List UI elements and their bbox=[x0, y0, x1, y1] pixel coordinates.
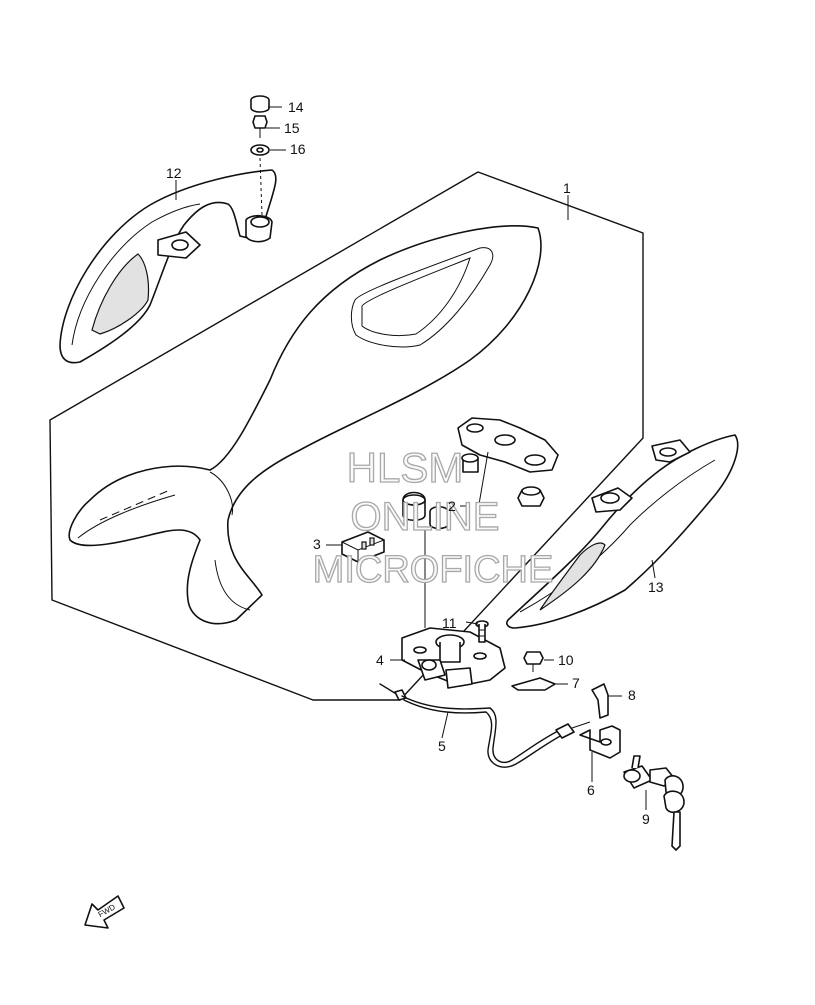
callout-6: 6 bbox=[587, 782, 595, 798]
assembly-boundary bbox=[49, 171, 644, 701]
watermark-line-3: MICROFICHE bbox=[313, 549, 554, 591]
seat bbox=[68, 225, 542, 625]
watermark-line-1: HLSM bbox=[347, 444, 464, 491]
forward-arrow: FWD bbox=[84, 895, 125, 929]
callout-2: 2 bbox=[448, 498, 456, 514]
callout-9: 9 bbox=[642, 811, 650, 827]
seat-lock-cable bbox=[379, 683, 591, 768]
seat-lock-plate bbox=[402, 417, 559, 530]
callout-labels: 1 2 3 4 5 6 7 8 9 10 11 12 13 14 15 16 bbox=[166, 99, 664, 827]
callout-3: 3 bbox=[313, 536, 321, 552]
seat-lock-assembly bbox=[401, 627, 506, 689]
callout-7: 7 bbox=[572, 675, 580, 691]
callout-11: 11 bbox=[442, 615, 457, 631]
callout-12: 12 bbox=[166, 165, 182, 181]
callout-13: 13 bbox=[648, 579, 664, 595]
callout-14: 14 bbox=[288, 99, 304, 115]
front-grab-handle bbox=[59, 169, 277, 364]
callout-16: 16 bbox=[290, 141, 306, 157]
lock-bracket bbox=[579, 725, 621, 759]
key-cylinder bbox=[623, 755, 685, 851]
callout-8: 8 bbox=[628, 687, 636, 703]
callout-1: 1 bbox=[563, 180, 571, 196]
clip bbox=[511, 677, 556, 691]
cable-clamp bbox=[591, 683, 609, 719]
rear-grab-handle bbox=[506, 434, 739, 629]
cap-bolt-washer bbox=[250, 95, 270, 216]
leader-lines bbox=[175, 106, 656, 810]
watermark-line-2: ONLINE bbox=[351, 495, 500, 539]
watermark: HLSM ONLINE MICROFICHE bbox=[312, 443, 554, 591]
callout-5: 5 bbox=[438, 738, 446, 754]
callout-10: 10 bbox=[558, 652, 574, 668]
callout-15: 15 bbox=[284, 120, 300, 136]
callout-4: 4 bbox=[376, 652, 384, 668]
bolt-small bbox=[523, 651, 544, 672]
rubber-block bbox=[341, 531, 385, 563]
